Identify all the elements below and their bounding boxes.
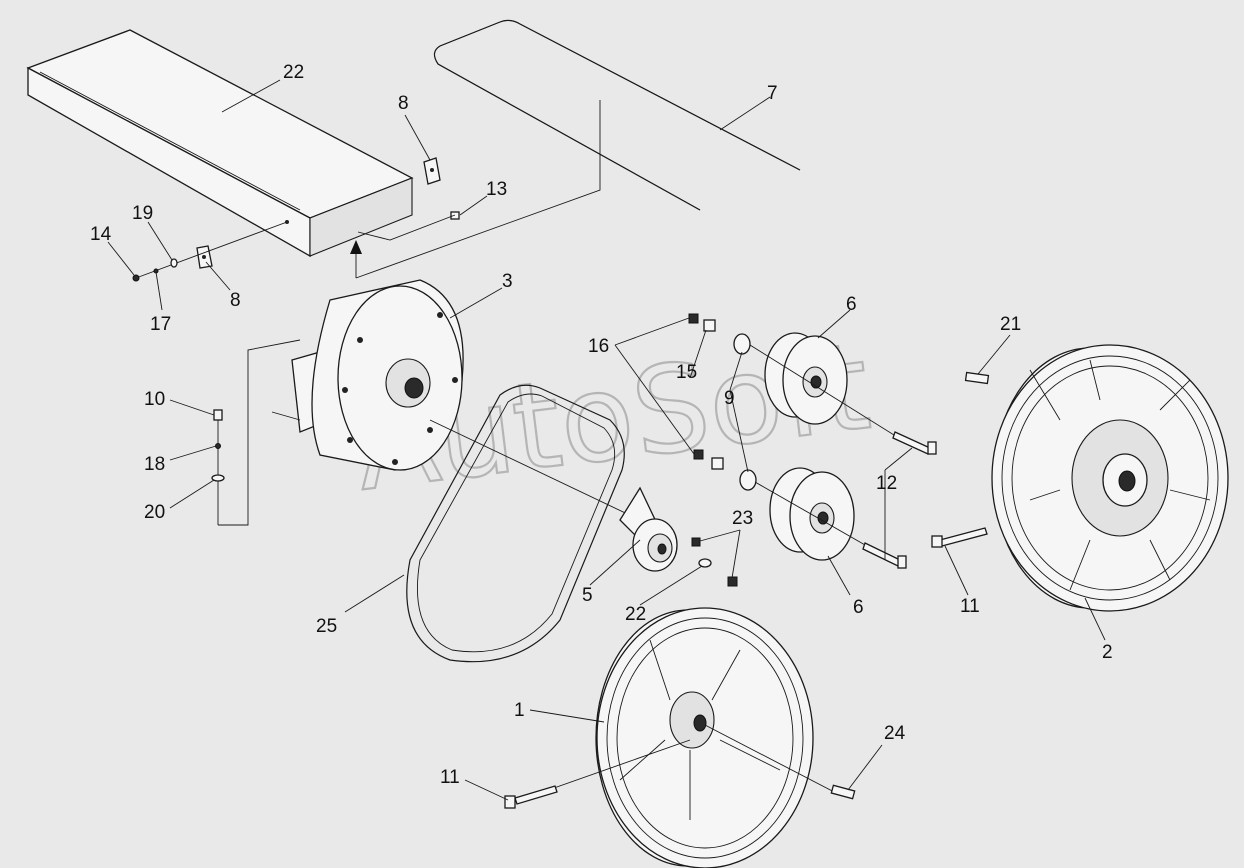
callout-22: 21 [1000, 314, 1021, 335]
callout-6-bottom: 6 [853, 597, 864, 618]
bolt-12b [862, 542, 901, 567]
callout-20: 20 [144, 502, 165, 523]
callout-3: 3 [502, 271, 513, 292]
nut-16a [688, 313, 699, 324]
wheel-right [991, 344, 1229, 612]
callout-16: 16 [588, 336, 609, 357]
nut-24a [691, 537, 701, 547]
bolt-11b [514, 785, 558, 805]
washer-21 [698, 558, 712, 568]
callout-labels: 22 8 13 7 19 14 17 8 3 10 18 20 16 15 9 … [90, 62, 1113, 788]
nut-16b [693, 449, 704, 460]
pin-22 [964, 371, 990, 385]
callout-24: 23 [732, 508, 753, 529]
callout-6-top: 6 [846, 294, 857, 315]
screw-14 [132, 274, 140, 282]
callout-10: 10 [144, 389, 165, 410]
cover-housing [26, 29, 414, 258]
callout-12: 12 [876, 473, 897, 494]
callout-4: 22 [283, 62, 304, 83]
callout-8-left: 8 [230, 290, 241, 311]
bolt-10 [213, 409, 223, 421]
screw-13 [450, 211, 460, 220]
tensioner-pulley [619, 486, 678, 572]
bolt-11a [939, 527, 988, 547]
v-belt [406, 384, 625, 663]
bolt-12a [892, 431, 931, 455]
callout-17: 17 [150, 314, 171, 335]
spacer-9b [739, 469, 757, 491]
callout-23: 24 [884, 723, 906, 744]
motor [271, 279, 464, 471]
callout-8-top: 8 [398, 93, 409, 114]
callout-5: 5 [582, 585, 593, 606]
washer-18 [215, 443, 221, 449]
callout-1: 1 [514, 700, 525, 721]
nut-15a [703, 319, 716, 332]
bracket-top [423, 157, 441, 185]
spacer-9a [733, 333, 751, 355]
callout-11-bottom: 11 [440, 767, 460, 788]
washer-19 [170, 258, 178, 268]
callout-19: 19 [132, 203, 153, 224]
callout-11-right: 11 [960, 596, 980, 617]
washer-20 [211, 474, 225, 482]
nut-15b [711, 457, 724, 470]
pin-23 [830, 784, 856, 800]
idler-pulley-top [764, 332, 848, 425]
callout-14: 14 [90, 224, 112, 245]
callout-21: 22 [625, 604, 646, 625]
leader-lines [107, 79, 1106, 801]
bracket-left [196, 245, 213, 269]
nut-24b [727, 576, 738, 587]
callout-2: 2 [1102, 642, 1113, 663]
callout-25: 25 [316, 616, 337, 637]
idler-pulley-bottom [769, 467, 855, 561]
callout-7: 7 [767, 83, 778, 104]
callout-15: 15 [676, 362, 697, 383]
callout-18: 18 [144, 454, 165, 475]
wheel-bottom [595, 607, 814, 868]
assembly-arrow [350, 240, 362, 254]
callout-9: 9 [724, 388, 735, 409]
callout-13: 13 [486, 179, 507, 200]
